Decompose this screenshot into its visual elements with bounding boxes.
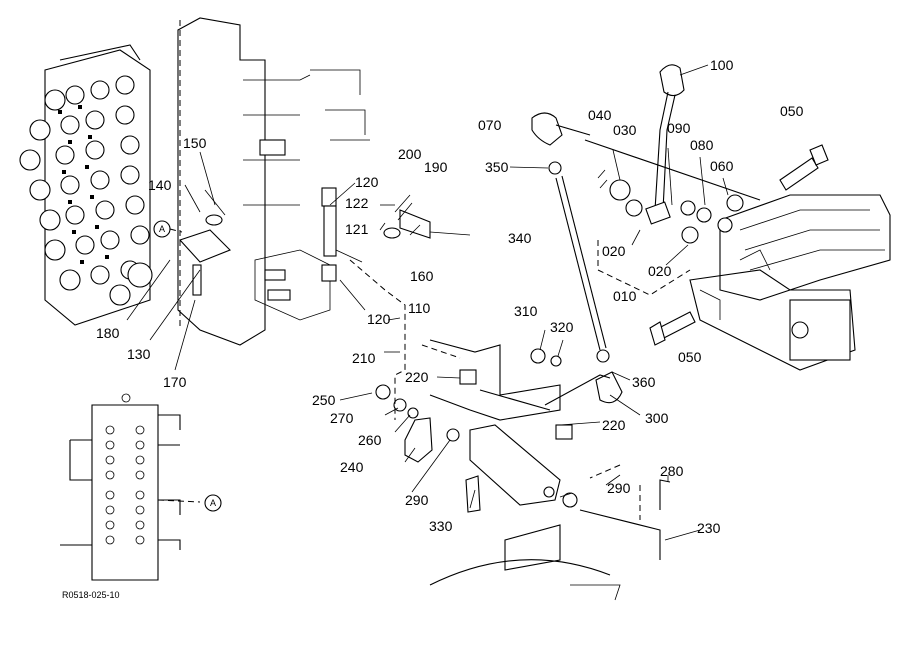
callout-marker-top: A (153, 220, 183, 238)
part-label-150: 150 (183, 135, 207, 151)
part-label-350: 350 (485, 159, 509, 175)
leader-lines (126, 64, 729, 541)
part-label-280: 280 (660, 463, 684, 479)
part-label-290a: 290 (405, 492, 429, 508)
part-label-230: 230 (697, 520, 721, 536)
bolts (649, 144, 829, 346)
part-label-160: 160 (410, 268, 434, 284)
part-label-060: 060 (710, 158, 734, 174)
left-bracket (179, 189, 231, 296)
callout-marker-bottom: A (204, 494, 222, 512)
part-label-300: 300 (645, 410, 669, 426)
part-label-340: 340 (508, 230, 532, 246)
part-label-090: 090 (667, 120, 691, 136)
dashed-guides (421, 344, 641, 520)
reference-code: R0518-025-10 (62, 590, 120, 600)
part-label-010: 010 (613, 288, 637, 304)
part-label-180: 180 (96, 325, 120, 341)
part-label-100: 100 (710, 57, 734, 73)
control-valve-assembly (19, 44, 153, 326)
part-label-050b: 050 (678, 349, 702, 365)
callout-marker-label: A (159, 224, 165, 234)
part-label-080: 080 (690, 137, 714, 153)
schematic-inset (60, 393, 201, 581)
callout-marker-label: A (210, 498, 216, 508)
machine-body (689, 194, 891, 371)
part-label-330: 330 (429, 518, 453, 534)
part-label-120a: 120 (355, 174, 379, 190)
part-label-020a: 020 (602, 243, 626, 259)
part-label-030: 030 (613, 122, 637, 138)
part-label-220b: 220 (602, 417, 626, 433)
part-label-310: 310 (514, 303, 538, 319)
mounting-frame (177, 17, 370, 346)
part-label-270: 270 (330, 410, 354, 426)
part-labels: 100 050 070 040 030 090 080 060 350 340 … (96, 57, 804, 536)
part-label-050: 050 (780, 103, 804, 119)
center-shaft (321, 187, 471, 420)
part-label-220a: 220 (405, 369, 429, 385)
lever-hardware (597, 169, 744, 296)
part-label-122: 122 (345, 195, 369, 211)
part-label-320: 320 (550, 319, 574, 335)
part-label-240: 240 (340, 459, 364, 475)
part-label-170: 170 (163, 374, 187, 390)
part-label-290b: 290 (607, 480, 631, 496)
part-label-110: 110 (408, 300, 431, 316)
part-label-250: 250 (312, 392, 336, 408)
part-label-130: 130 (127, 346, 151, 362)
part-label-360: 360 (632, 374, 656, 390)
part-label-210: 210 (352, 350, 376, 366)
part-label-120b: 120 (367, 311, 391, 327)
part-label-121: 121 (345, 221, 369, 237)
part-label-070: 070 (478, 117, 502, 133)
part-label-140: 140 (148, 177, 172, 193)
part-label-040: 040 (588, 107, 612, 123)
base-structure (429, 559, 621, 601)
operation-lever (645, 64, 685, 225)
linkage-assembly (375, 339, 671, 571)
part-label-020b: 020 (648, 263, 672, 279)
part-label-190: 190 (424, 159, 448, 175)
part-label-260: 260 (358, 432, 382, 448)
ball-joint-rod (531, 112, 761, 404)
part-label-200: 200 (398, 146, 422, 162)
